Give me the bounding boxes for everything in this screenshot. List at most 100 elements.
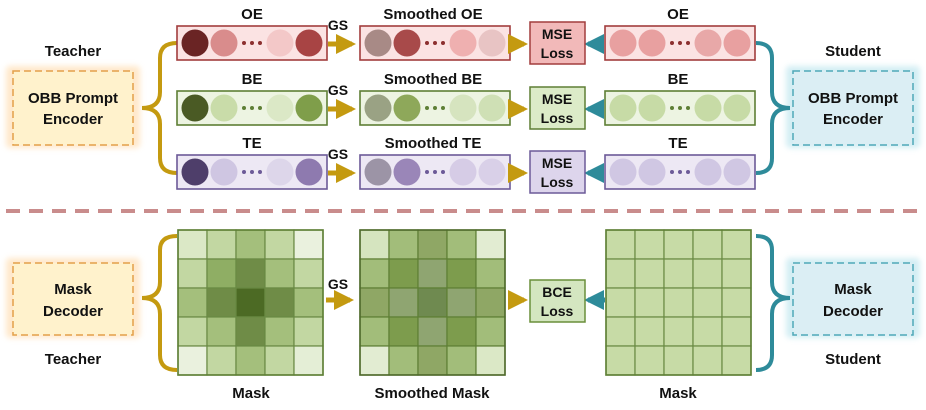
embedding-token (210, 158, 238, 186)
mask-cell (692, 229, 723, 260)
mask-cell (206, 287, 237, 318)
ellipsis-dot (686, 106, 690, 110)
embedding-token (295, 94, 323, 122)
embedding-token (723, 94, 751, 122)
mse-loss-line1: MSE (542, 91, 572, 107)
mask-cell (721, 258, 752, 289)
mask-cell (605, 316, 636, 347)
mask-cell (605, 258, 636, 289)
ellipsis-dot (258, 41, 262, 45)
mask-cell (293, 345, 324, 376)
mask-cell (359, 287, 390, 318)
mask-cell (417, 287, 448, 318)
mask-cell (177, 345, 208, 376)
student-brace-top (755, 41, 791, 175)
mask-cell (388, 287, 419, 318)
mask-cell (605, 287, 636, 318)
embedding-token (478, 158, 506, 186)
ellipsis-dot (433, 41, 437, 45)
embedding-token (723, 29, 751, 57)
embedding-token (266, 94, 294, 122)
mask-cell (634, 287, 665, 318)
mask-cell (663, 229, 694, 260)
mask-cell (177, 287, 208, 318)
ellipsis-dot (258, 170, 262, 174)
embedding-token (694, 158, 722, 186)
mask-cell (206, 316, 237, 347)
mask-cell (264, 345, 295, 376)
mask-cell (634, 229, 665, 260)
gs-label: GS (328, 17, 348, 33)
ellipsis-dot (250, 170, 254, 174)
mask-cell (634, 345, 665, 376)
ellipsis-dot (670, 41, 674, 45)
ellipsis-dot (670, 106, 674, 110)
bce-loss-line1: BCE (542, 284, 572, 300)
student-decoder-box: Mask Decoder (786, 258, 920, 338)
mask-cell (446, 287, 477, 318)
mask-cell (388, 316, 419, 347)
teacher-embedding-label: BE (242, 71, 263, 88)
embedding-token (295, 158, 323, 186)
student-embedding-box (604, 154, 756, 190)
mask-cell (206, 258, 237, 289)
embedding-token (210, 29, 238, 57)
teacher-label-bottom: Teacher (45, 351, 102, 368)
mse-loss-line2: Loss (541, 174, 574, 190)
embedding-token (266, 158, 294, 186)
teacher-mask-label: Mask (232, 385, 270, 402)
embedding-token (638, 94, 666, 122)
embedding-token (266, 29, 294, 57)
embedding-token (181, 158, 209, 186)
embedding-token (449, 94, 477, 122)
teacher-mask-grid (177, 229, 324, 376)
bce-loss-box: BCE Loss (529, 279, 586, 323)
smoothed-embedding-label: Smoothed BE (384, 71, 482, 88)
student-label-bottom: Student (825, 351, 881, 368)
student-decoder-line1: Mask (834, 281, 872, 298)
ellipsis-dot (242, 170, 246, 174)
smoothed-embedding-label: Smoothed TE (385, 135, 482, 152)
embedding-token (181, 29, 209, 57)
ellipsis-dot (250, 41, 254, 45)
embedding-token (609, 94, 637, 122)
mask-cell (235, 316, 266, 347)
mask-cell (293, 258, 324, 289)
mask-cell (388, 345, 419, 376)
mask-cell (663, 258, 694, 289)
student-embedding-label: TE (668, 135, 687, 152)
teacher-brace-bottom (141, 234, 178, 372)
mask-cell (417, 345, 448, 376)
mask-cell (692, 287, 723, 318)
gs-label: GS (328, 82, 348, 98)
mask-cell (692, 345, 723, 376)
embedding-token (609, 29, 637, 57)
gs-label: GS (328, 146, 348, 162)
mask-cell (388, 229, 419, 260)
student-mask-grid (605, 229, 752, 376)
embedding-token (694, 94, 722, 122)
teacher-encoder-box: OBB Prompt Encoder (6, 66, 140, 148)
gs-label-mask: GS (328, 276, 348, 292)
mask-cell (721, 229, 752, 260)
mask-cell (634, 316, 665, 347)
embedding-token (393, 94, 421, 122)
embedding-token (210, 94, 238, 122)
ellipsis-dot (441, 106, 445, 110)
teacher-embedding-box (176, 25, 328, 61)
mask-cell (264, 258, 295, 289)
mask-cell (293, 316, 324, 347)
mask-cell (446, 229, 477, 260)
embedding-token (449, 29, 477, 57)
teacher-decoder-box: Mask Decoder (6, 258, 140, 338)
embedding-token (364, 158, 392, 186)
ellipsis-dot (433, 170, 437, 174)
teacher-brace-top (141, 41, 178, 175)
embedding-token (393, 29, 421, 57)
smoothed-embedding-box (359, 25, 511, 61)
smoothed-mask-label: Smoothed Mask (374, 385, 490, 402)
mse-loss-line2: Loss (541, 110, 574, 126)
ellipsis-dot (678, 41, 682, 45)
